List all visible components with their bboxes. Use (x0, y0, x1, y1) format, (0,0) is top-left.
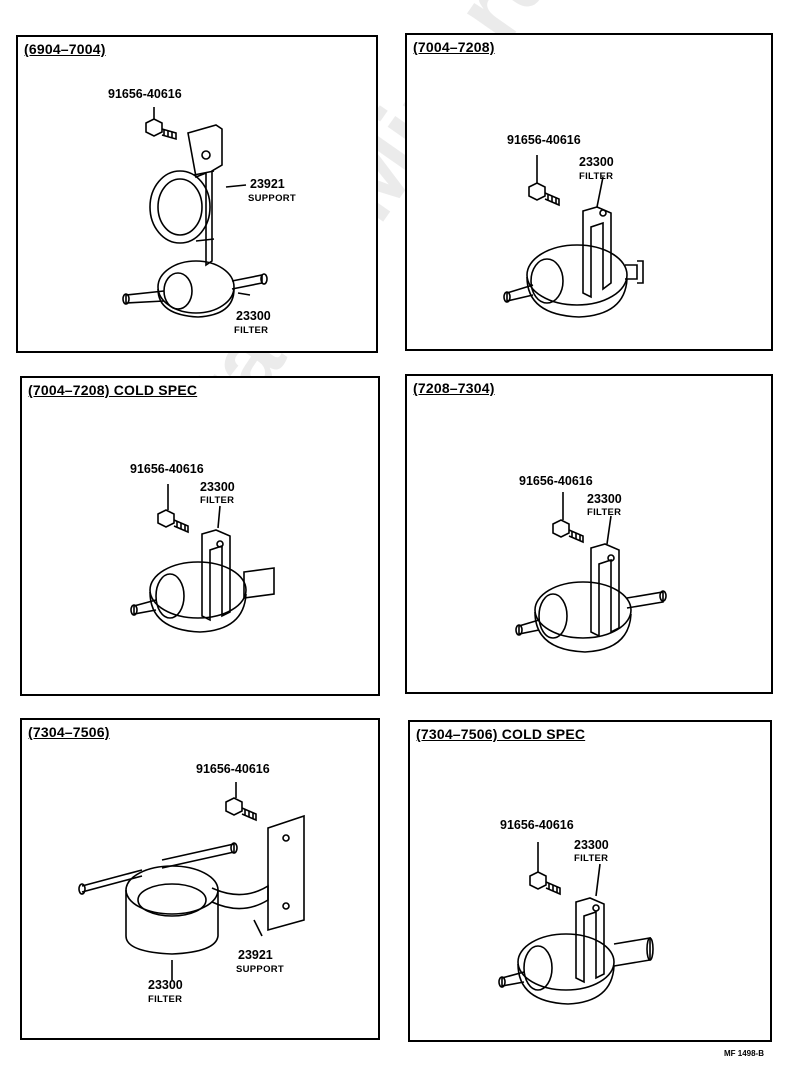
panel-title: (7208–7304) (413, 380, 495, 396)
bolt-icon (553, 520, 583, 542)
part-number-filter: 23300 (200, 480, 235, 494)
part-desc-filter: FILTER (148, 994, 183, 1005)
part-number-support: 23921 (238, 948, 273, 962)
panel-title: (6904–7004) (24, 41, 106, 57)
part-number-bolt: 91656-40616 (500, 818, 574, 832)
part-number-bolt: 91656-40616 (519, 474, 593, 488)
bolt-icon (226, 798, 256, 820)
filter-drawing (407, 35, 773, 351)
part-desc-filter: FILTER (234, 325, 269, 336)
part-number-bolt: 91656-40616 (130, 462, 204, 476)
support-filter-drawing (22, 720, 380, 1040)
filter-drawing (410, 722, 772, 1042)
figure-code: MF 1498-B (723, 1049, 764, 1058)
panel-title: (7304–7506) (28, 724, 110, 740)
panel-7304-7506-cold-spec: (7304–7506) COLD SPEC 91656-40616 23300 … (408, 720, 772, 1042)
panel-7304-7506: (7304–7506) 91656-40616 23921 SUPPORT 23… (20, 718, 380, 1040)
bolt-icon (158, 510, 188, 532)
part-number-filter: 23300 (579, 155, 614, 169)
part-desc-support: SUPPORT (236, 964, 285, 975)
support-filter-drawing (18, 37, 378, 353)
part-desc-filter: FILTER (200, 495, 235, 506)
panel-title: (7004–7208) COLD SPEC (28, 382, 198, 398)
part-number-support: 23921 (250, 177, 285, 191)
panel-7004-7208-cold-spec: (7004–7208) COLD SPEC 91656-40616 23300 … (20, 376, 380, 696)
part-number-bolt: 91656-40616 (507, 133, 581, 147)
part-number-filter: 23300 (236, 309, 271, 323)
panel-7004-7208: (7004–7208) 91656-40616 23300 FILTER (405, 33, 773, 351)
part-number-filter: 23300 (574, 838, 609, 852)
filter-drawing (22, 378, 380, 696)
bolt-icon (146, 119, 176, 139)
filter-drawing (407, 376, 773, 694)
part-desc-support: SUPPORT (248, 193, 297, 204)
panel-6904-7004: (6904–7004) 91656-40616 23921 SUPPORT 23… (16, 35, 378, 353)
panel-7208-7304: (7208–7304) 91656-40616 23300 FILTER (405, 374, 773, 694)
panel-title: (7304–7506) COLD SPEC (416, 726, 586, 742)
panel-title: (7004–7208) (413, 39, 495, 55)
part-number-filter: 23300 (587, 492, 622, 506)
part-desc-filter: FILTER (587, 507, 622, 518)
part-number-bolt: 91656-40616 (108, 87, 182, 101)
part-number-filter: 23300 (148, 978, 183, 992)
bolt-icon (529, 183, 559, 205)
part-desc-filter: FILTER (579, 171, 614, 182)
part-number-bolt: 91656-40616 (196, 762, 270, 776)
bolt-icon (530, 872, 560, 894)
part-desc-filter: FILTER (574, 853, 609, 864)
